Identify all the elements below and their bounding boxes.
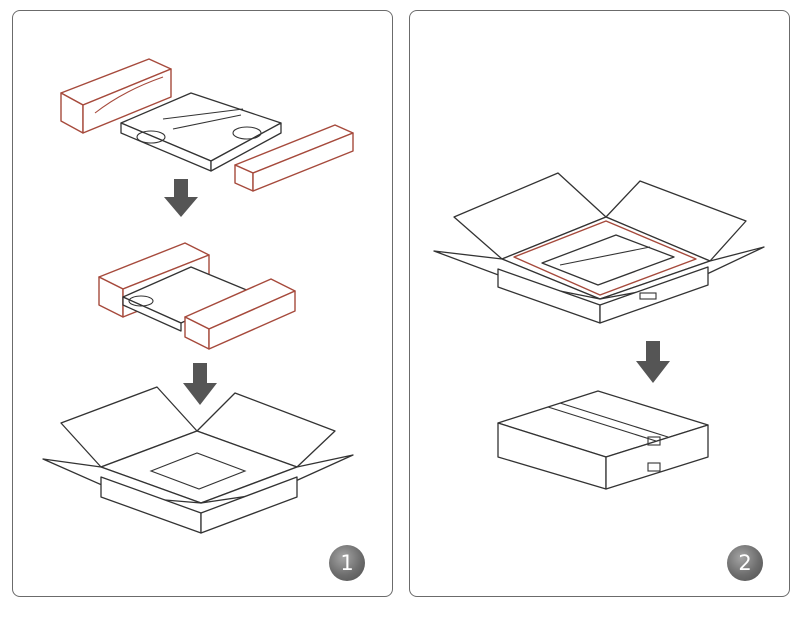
device-in-foam (98, 242, 296, 350)
step-number-badge: 2 (727, 545, 763, 581)
step-2-panel: 2 (409, 10, 790, 597)
closed-box (497, 390, 709, 490)
foam-end-cap-left (60, 58, 172, 134)
device-illustration (120, 92, 282, 172)
down-arrow (183, 363, 217, 405)
open-box (42, 386, 354, 534)
step-1-illustration (42, 58, 354, 534)
down-arrow (164, 179, 198, 217)
foam-end-cap-right (234, 124, 354, 192)
down-arrow (636, 341, 670, 383)
step-2-illustration (433, 172, 765, 490)
step-number-badge: 1 (329, 545, 365, 581)
open-box-with-device (433, 172, 765, 324)
step-1-panel: 1 (12, 10, 393, 597)
